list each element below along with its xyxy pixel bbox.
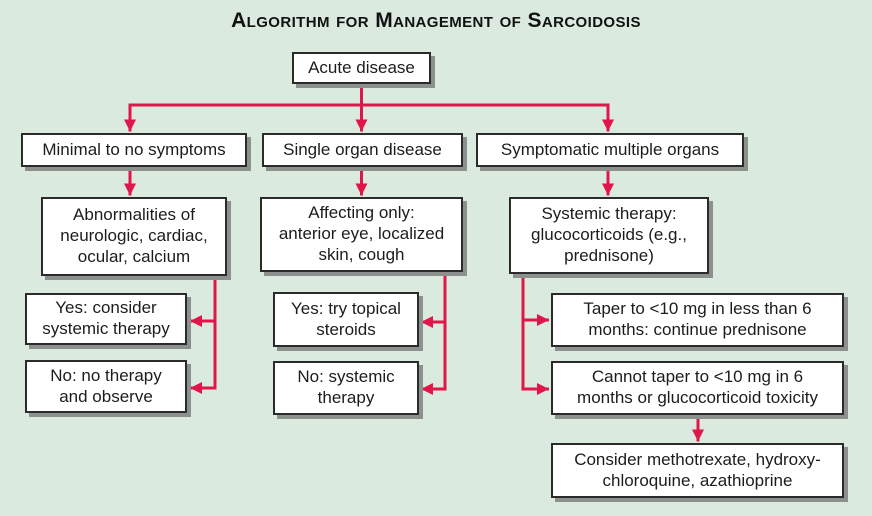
node-taper-continue: Taper to <10 mg in less than 6 months: c… bbox=[551, 293, 844, 347]
node-yes-consider-systemic: Yes: consider systemic therapy bbox=[25, 293, 187, 345]
node-consider-alternatives: Consider methotrexate, hydroxy- chloroqu… bbox=[551, 443, 844, 498]
node-minimal-symptoms: Minimal to no symptoms bbox=[21, 133, 247, 167]
node-systemic-glucocorticoids: Systemic therapy: glucocorticoids (e.g.,… bbox=[509, 197, 709, 274]
node-no-systemic-therapy: No: systemic therapy bbox=[273, 361, 419, 415]
node-affecting-only: Affecting only: anterior eye, localized … bbox=[260, 197, 463, 272]
node-yes-topical-steroids: Yes: try topical steroids bbox=[273, 292, 419, 347]
node-acute-disease: Acute disease bbox=[292, 52, 431, 84]
node-no-observe: No: no therapy and observe bbox=[25, 360, 187, 413]
node-symptomatic-multiple: Symptomatic multiple organs bbox=[476, 133, 744, 167]
diagram-title: Algorithm for Management of Sarcoidosis bbox=[231, 9, 641, 32]
node-abnormalities: Abnormalities of neurologic, cardiac, oc… bbox=[41, 197, 227, 276]
node-cannot-taper: Cannot taper to <10 mg in 6 months or gl… bbox=[551, 361, 844, 415]
node-single-organ-disease: Single organ disease bbox=[262, 133, 463, 167]
